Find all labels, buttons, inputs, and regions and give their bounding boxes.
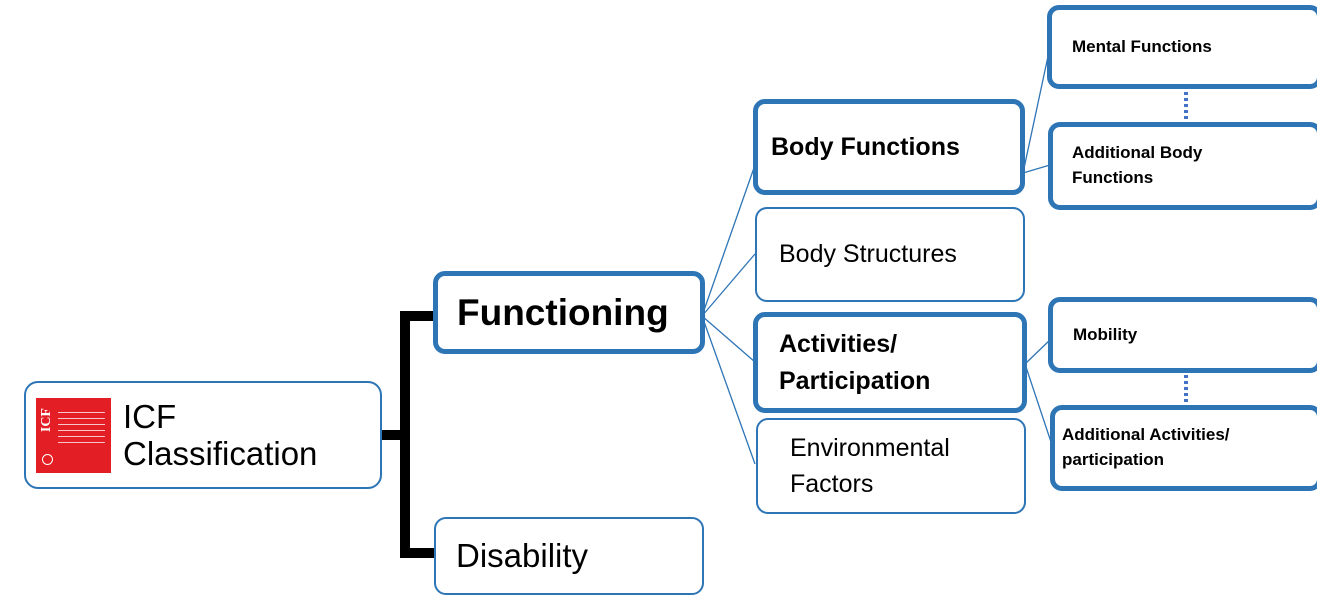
icf-classification-node: ICF ICF Classification [24,381,382,489]
mental-functions-label: Mental Functions [1072,37,1212,57]
additional-activities-label: Additional Activities/ participation [1062,425,1230,469]
icf-classification-label: ICF Classification [123,397,318,472]
mental-functions-node: Mental Functions [1047,5,1317,89]
activities-participation-node: Activities/ Participation [753,312,1027,413]
additional-body-functions-label: Additional Body Functions [1072,143,1203,187]
additional-activities-node: Additional Activities/ participation [1050,405,1317,491]
activities-participation-label: Activities/ Participation [779,330,931,395]
body-functions-label: Body Functions [771,132,960,161]
environmental-factors-label: Environmental Factors [790,433,950,498]
functioning-node: Functioning [433,271,705,354]
body-structures-label: Body Structures [779,240,957,269]
functioning-label: Functioning [457,291,669,333]
root-bracket [382,311,436,558]
activities-connectors [1024,337,1053,446]
environmental-factors-node: Environmental Factors [756,418,1026,514]
mobility-node: Mobility [1048,297,1317,373]
functioning-connectors [701,164,756,465]
disability-node: Disability [434,517,704,595]
mobility-label: Mobility [1073,325,1138,345]
body-functions-connectors [1022,46,1051,174]
body-functions-node: Body Functions [753,99,1025,195]
disability-label: Disability [456,537,589,575]
body-structures-node: Body Structures [755,207,1025,302]
additional-body-functions-node: Additional Body Functions [1048,122,1317,210]
icf-book-cover-icon: ICF [36,397,111,473]
